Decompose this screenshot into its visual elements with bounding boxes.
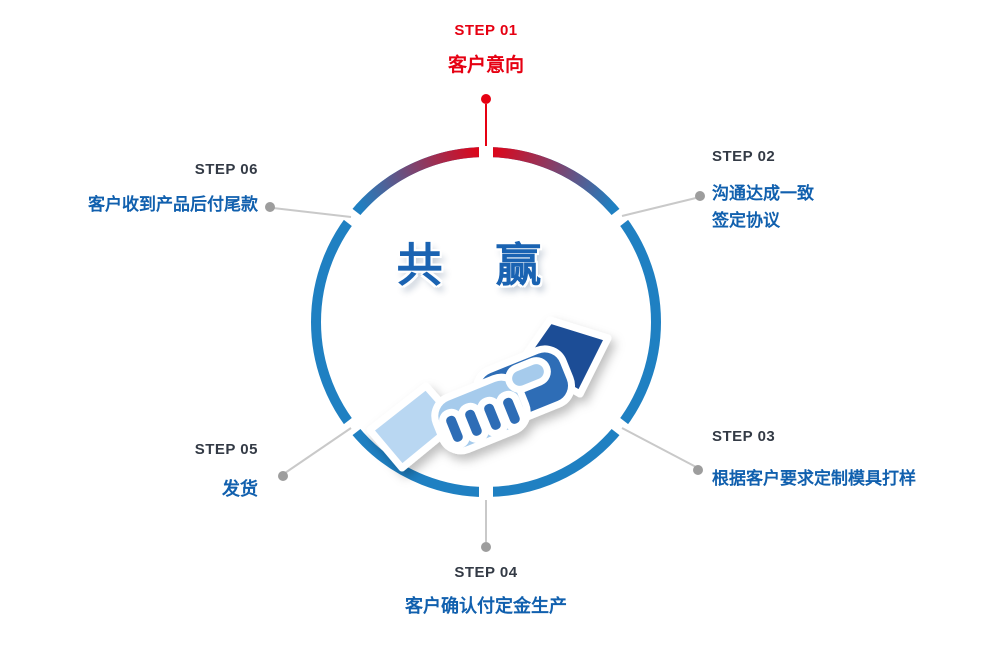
step-03-dot [693, 465, 703, 475]
step-01-block: STEP 01 客户意向 [448, 22, 524, 79]
step-04-label: STEP 04 [454, 564, 518, 581]
step-03-block: STEP 03 根据客户要求定制模具打样 [712, 428, 916, 492]
step-02-block: STEP 02 沟通达成一致 签定协议 [712, 148, 814, 234]
step-05-label: STEP 05 [194, 441, 258, 458]
step-02-desc: 沟通达成一致 签定协议 [712, 184, 814, 230]
step-01-label: STEP 01 [454, 22, 518, 39]
ring-gap-upper-right [603, 201, 637, 233]
step-02-label: STEP 02 [712, 148, 776, 165]
step-06-dot [265, 202, 275, 212]
connector-line-step-02 [621, 196, 701, 217]
handshake-illustration [366, 316, 612, 472]
connector-line-step-05 [284, 427, 352, 474]
step-05-dot [278, 471, 288, 481]
step-05-block: STEP 05 发货 [195, 441, 258, 503]
step-02-dot [695, 191, 705, 201]
center-title: 共 赢 [396, 239, 562, 291]
handshake-fingers [439, 390, 527, 449]
connector-lines [272, 196, 701, 542]
step-06-label: STEP 06 [194, 161, 258, 178]
connector-line-step-06 [272, 207, 352, 218]
step-01-dot [481, 94, 491, 104]
step-06-desc: 客户收到产品后付尾款 [88, 195, 258, 214]
step-06-block: STEP 06 客户收到产品后付尾款 [88, 161, 258, 218]
connector-line-step-03 [621, 427, 699, 469]
step-04-block: STEP 04 客户确认付定金生产 [405, 564, 567, 620]
step-03-desc: 根据客户要求定制模具打样 [712, 469, 916, 488]
handshake-thumb [505, 357, 551, 393]
step-04-desc: 客户确认付定金生产 [405, 596, 567, 616]
ring-gap-upper-left [335, 201, 369, 233]
ring-gap-lower-right [603, 411, 637, 443]
handshake-finger [496, 390, 527, 431]
step-04-dot [481, 542, 491, 552]
step-05-desc: 发货 [222, 479, 258, 499]
ring-red-segment-left [355, 147, 487, 212]
ring-red-segment-right [485, 147, 617, 212]
step-01-desc: 客户意向 [447, 55, 525, 76]
step-03-label: STEP 03 [712, 428, 776, 445]
